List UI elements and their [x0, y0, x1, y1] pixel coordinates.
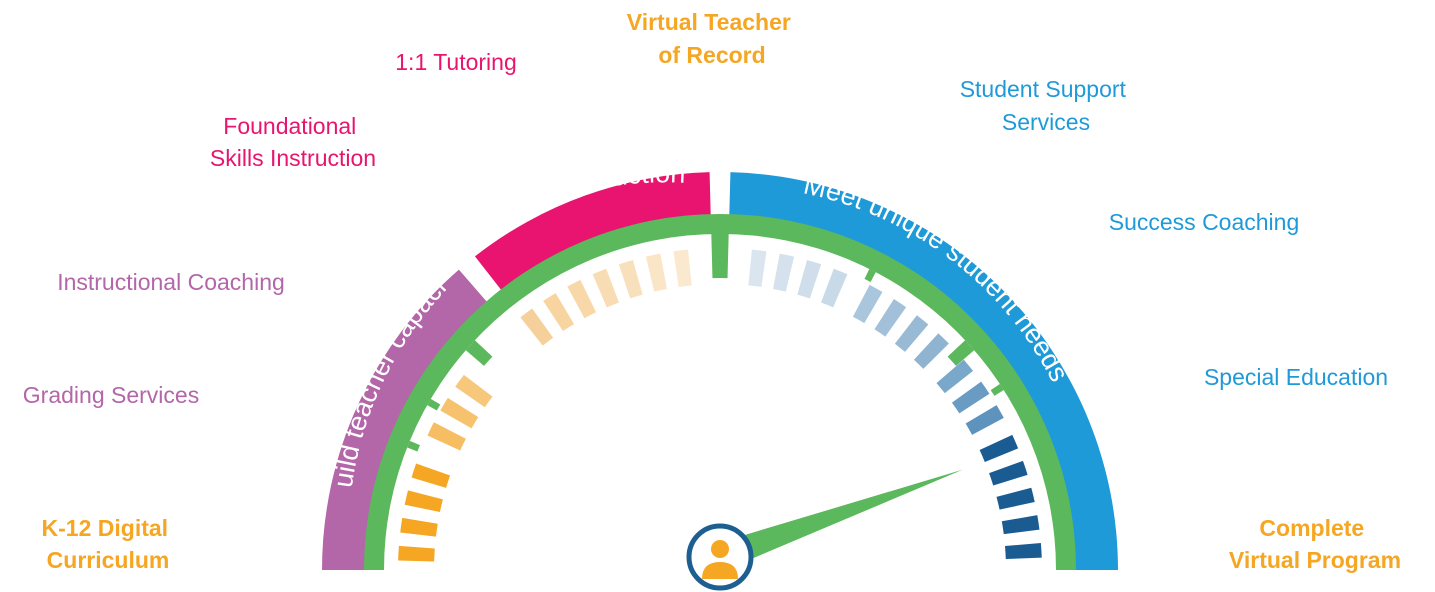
gauge-tick — [440, 397, 479, 429]
gauge-tick — [592, 268, 619, 308]
special-education-label: Special Education — [1204, 364, 1388, 390]
end-label: Complete Virtual Program — [1229, 515, 1401, 573]
gauge-tick — [520, 308, 554, 346]
gauge-tick — [645, 253, 667, 292]
gauge-tick — [427, 422, 466, 451]
gauge-tick — [989, 460, 1028, 486]
gauge-tick — [567, 279, 597, 319]
gauge-tick — [874, 299, 907, 337]
ring-notch-top — [711, 233, 729, 279]
gauge-tick — [1001, 515, 1040, 535]
gauge-tick — [913, 333, 949, 369]
ring-notch — [465, 340, 493, 366]
ring-notch — [407, 440, 420, 452]
gauge-tick — [673, 249, 692, 288]
success-coaching-label: Success Coaching — [1109, 209, 1300, 235]
gauge-tick — [400, 517, 438, 537]
ring-notch — [427, 398, 441, 411]
tutoring-label: 1:1 Tutoring — [395, 49, 516, 75]
gauge-ticks — [398, 249, 1042, 562]
ring-notch — [990, 384, 1004, 396]
top-label: Virtual Teacher of Record — [627, 9, 797, 68]
gauge-tick — [821, 268, 848, 308]
person-icon — [686, 523, 754, 591]
gauge-tick — [1004, 543, 1042, 560]
grading-services-label: Grading Services — [23, 382, 199, 408]
gauge-tick — [951, 381, 990, 414]
gauge-tick — [618, 260, 643, 299]
gauge-tick — [852, 284, 883, 324]
gauge-tick — [398, 545, 435, 562]
instructional-coaching-label: Instructional Coaching — [57, 269, 285, 295]
gauge-tick — [979, 434, 1019, 462]
ring-notches — [407, 233, 1004, 452]
meet-unique-student-needs-band — [728, 172, 1118, 570]
gauge-tick — [936, 359, 974, 394]
gauge-tick — [894, 315, 929, 352]
gauge-tick — [797, 260, 822, 299]
ring-notch — [947, 340, 975, 366]
gauge-tick — [455, 374, 493, 408]
student-support-label: Student Support Services — [960, 76, 1133, 135]
gauge-tick — [404, 490, 443, 513]
gauge-tick — [965, 405, 1004, 435]
gauge-tick — [773, 253, 795, 292]
gauge-tick — [996, 487, 1035, 510]
start-label: K-12 Digital Curriculum — [42, 515, 175, 573]
gauge-tick — [411, 463, 451, 488]
gauge-needle — [715, 469, 963, 571]
gauge-tick — [543, 293, 575, 331]
gauge-tick — [748, 249, 767, 288]
ring-notch — [864, 269, 876, 283]
foundational-skills-label: Foundational Skills Instruction — [210, 113, 376, 171]
